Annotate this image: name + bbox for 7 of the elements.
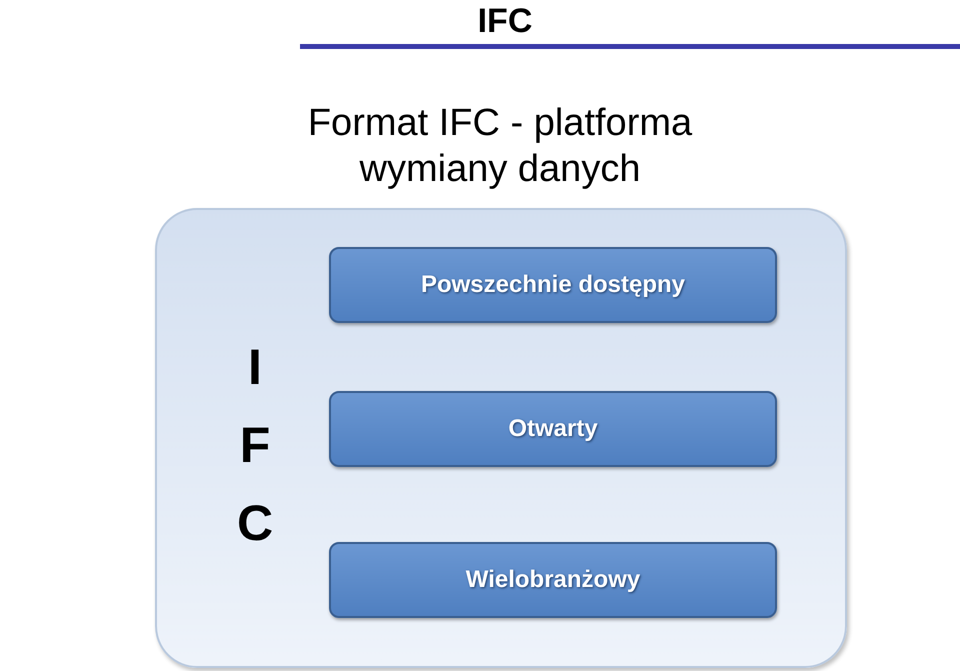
- rounded-box: Powszechnie dostępny: [329, 247, 777, 323]
- slide-title: Format IFC - platforma wymiany danych: [306, 101, 694, 192]
- rounded-box: Otwarty: [329, 391, 777, 467]
- vertical-letters: I F C: [236, 338, 274, 553]
- rounded-box: Wielobranżowy: [329, 542, 777, 618]
- header-title: IFC: [476, 2, 534, 41]
- panel-background: [155, 208, 847, 668]
